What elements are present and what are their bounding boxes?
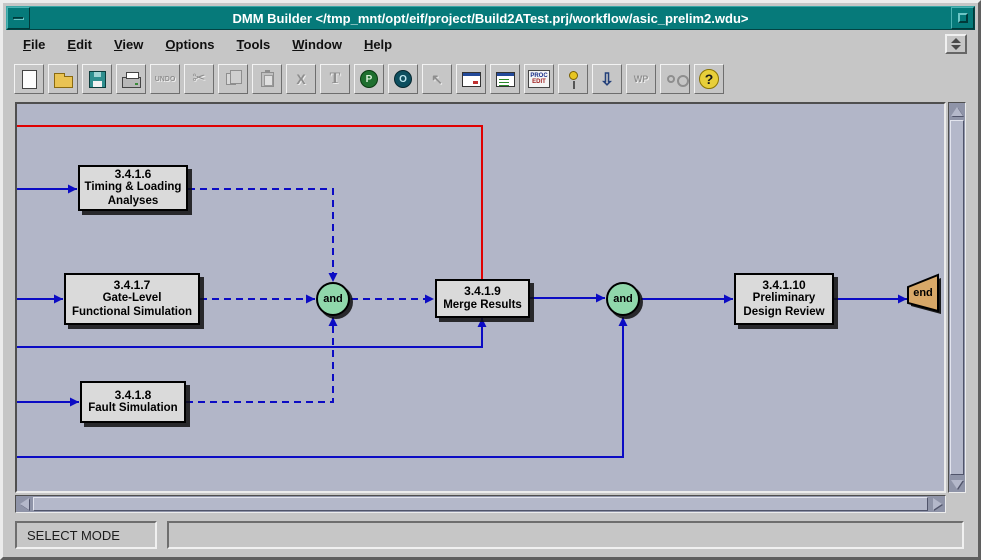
new-document-button[interactable] [14, 64, 44, 94]
text-tool-button[interactable]: T [320, 64, 350, 94]
open-file-button[interactable] [48, 64, 78, 94]
o-circle-icon: O [394, 70, 412, 88]
down-arrow-icon [951, 45, 961, 50]
scissors-icon: ✂ [192, 71, 205, 87]
node-3417[interactable]: 3.4.1.7 Gate-Level Functional Simulation [64, 273, 200, 325]
menu-window[interactable]: Window [281, 33, 353, 56]
down-arrow-icon [951, 480, 963, 489]
p-circle-icon: P [360, 70, 378, 88]
save-file-button[interactable] [82, 64, 112, 94]
horizontal-scroll-thumb[interactable] [33, 497, 928, 511]
node-3418[interactable]: 3.4.1.8 Fault Simulation [80, 381, 186, 423]
wp-button[interactable]: WP [626, 64, 656, 94]
edge-n8-to-and1[interactable] [186, 317, 333, 402]
import-button[interactable]: ⇩ [592, 64, 622, 94]
node-3416[interactable]: 3.4.1.6 Timing & Loading Analyses [78, 165, 188, 211]
edge-n6-to-and1[interactable] [188, 189, 333, 282]
node-34110[interactable]: 3.4.1.10 Preliminary Design Review [734, 273, 834, 325]
object-tool-button[interactable]: O [388, 64, 418, 94]
window-list-icon [496, 72, 515, 87]
print-button[interactable] [116, 64, 146, 94]
vertical-scrollbar[interactable] [948, 102, 966, 493]
binoculars-icon [667, 75, 675, 83]
undo-button[interactable]: UNDO [150, 64, 180, 94]
scrollbar-corner [948, 495, 966, 513]
cut-button[interactable]: ✂ [184, 64, 214, 94]
node-3419[interactable]: 3.4.1.9 Merge Results [435, 279, 530, 318]
titlebar[interactable]: DMM Builder </tmp_mnt/opt/eif/project/Bu… [6, 6, 975, 30]
help-button[interactable]: ? [694, 64, 724, 94]
window-list-button[interactable] [490, 64, 520, 94]
binoculars-button[interactable] [660, 64, 690, 94]
copy-button[interactable] [218, 64, 248, 94]
x-icon: X [296, 72, 305, 86]
mode-text: SELECT MODE [27, 528, 120, 543]
process-tool-button[interactable]: P [354, 64, 384, 94]
window-menu-button[interactable] [7, 7, 30, 29]
menu-view[interactable]: View [103, 33, 154, 56]
message-area [167, 521, 964, 549]
paste-icon [261, 72, 274, 87]
left-arrow-icon [20, 498, 29, 510]
horizontal-scrollbar[interactable] [15, 495, 946, 513]
pointer-tool-button[interactable]: ↖ [422, 64, 452, 94]
key-tool-button[interactable] [558, 64, 588, 94]
window-title: DMM Builder </tmp_mnt/opt/eif/project/Bu… [30, 11, 951, 26]
vertical-scroll-thumb[interactable] [950, 120, 964, 475]
wp-icon: WP [634, 75, 649, 84]
proc-edit-icon: PROC EDIT [528, 70, 550, 88]
key-icon [569, 71, 578, 80]
scroll-up-button[interactable] [949, 103, 965, 119]
up-arrow-icon [951, 38, 961, 43]
question-mark-icon: ? [699, 69, 719, 89]
statusbar: SELECT MODE [15, 521, 964, 549]
down-arrow-icon: ⇩ [600, 71, 614, 88]
menu-file[interactable]: File [12, 33, 56, 56]
menubar: File Edit View Options Tools Window Help [6, 30, 975, 58]
copy-icon [226, 73, 236, 85]
open-window-button[interactable] [456, 64, 486, 94]
floppy-disk-icon [89, 71, 106, 88]
letter-t-icon: T [330, 71, 341, 87]
new-page-icon [22, 70, 37, 89]
maximize-button[interactable] [951, 7, 974, 29]
delete-button[interactable]: X [286, 64, 316, 94]
right-arrow-icon [933, 498, 942, 510]
maximize-icon [958, 13, 968, 23]
menu-tools[interactable]: Tools [226, 33, 282, 56]
open-folder-icon [54, 76, 73, 88]
scroll-right-button[interactable] [929, 496, 945, 512]
and-junction-2[interactable]: and [606, 282, 640, 316]
end-node-label: end [908, 287, 938, 299]
window-icon [462, 72, 481, 87]
menubar-sash[interactable] [945, 34, 967, 54]
mode-indicator: SELECT MODE [15, 521, 157, 549]
scroll-left-button[interactable] [16, 496, 32, 512]
and-junction-1[interactable]: and [316, 282, 350, 316]
scroll-down-button[interactable] [949, 476, 965, 492]
toolbar: UNDO ✂ X T P O ↖ PROC EDIT ⇩ WP ? [6, 58, 975, 100]
printer-icon [122, 77, 141, 88]
diagram-canvas[interactable]: 3.4.1.6 Timing & Loading Analyses 3.4.1.… [15, 102, 946, 493]
menu-options[interactable]: Options [154, 33, 225, 56]
proc-edit-button[interactable]: PROC EDIT [524, 64, 554, 94]
window-menu-icon [13, 17, 24, 20]
up-arrow-icon [951, 107, 963, 116]
undo-icon: UNDO [155, 76, 176, 83]
menu-edit[interactable]: Edit [56, 33, 103, 56]
work-area: 3.4.1.6 Timing & Loading Analyses 3.4.1.… [15, 102, 966, 513]
cursor-icon: ↖ [431, 72, 443, 86]
menu-help[interactable]: Help [353, 33, 403, 56]
paste-button[interactable] [252, 64, 282, 94]
